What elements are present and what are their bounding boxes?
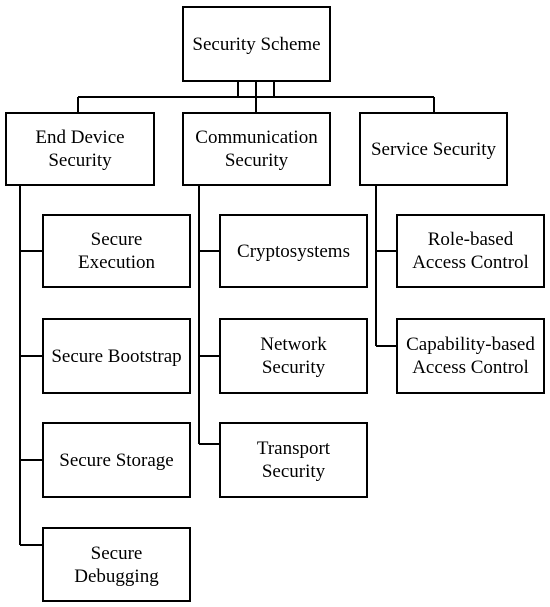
node-network-security: Network Security (219, 318, 368, 394)
node-secure-execution: Secure Execution (42, 214, 191, 288)
node-cryptosystems: Cryptosystems (219, 214, 368, 288)
node-end-device-security: End Device Security (5, 112, 155, 186)
node-transport-security: Transport Security (219, 422, 368, 498)
node-secure-bootstrap: Secure Bootstrap (42, 318, 191, 394)
node-role-based-access-control: Role-based Access Control (396, 214, 545, 288)
node-secure-debugging: Secure Debugging (42, 527, 191, 602)
node-service-security: Service Security (359, 112, 508, 186)
node-communication-security: Communication Security (182, 112, 331, 186)
node-security-scheme: Security Scheme (182, 6, 331, 82)
node-capability-based-access-control: Capability-based Access Control (396, 318, 545, 394)
node-secure-storage: Secure Storage (42, 422, 191, 498)
